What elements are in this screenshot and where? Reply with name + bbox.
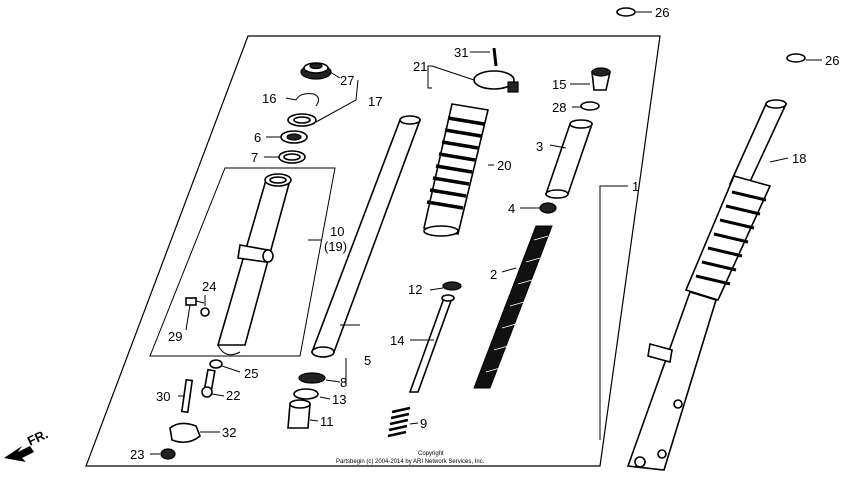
fork-piston-14 [408, 294, 455, 393]
front-direction-label: FR. [25, 426, 50, 448]
callout-20: 20 [497, 158, 511, 173]
callout-10: 10 [330, 224, 344, 239]
callout-6: 6 [254, 130, 261, 145]
spring-seat-4 [539, 202, 557, 214]
callout-23: 23 [130, 447, 144, 462]
callout-26-top: 26 [655, 5, 669, 20]
oil-lock-piece-11 [287, 399, 311, 429]
callout-9: 9 [420, 416, 427, 431]
callout-16: 16 [262, 91, 276, 106]
copyright-line-1: Copyright [418, 451, 444, 457]
callout-12: 12 [408, 282, 422, 297]
oil-seal-17 [287, 113, 317, 127]
nut-23 [160, 448, 176, 460]
boot-band-21 [473, 70, 519, 93]
callout-3: 3 [536, 139, 543, 154]
fork-collar-3 [544, 119, 594, 199]
fork-spring-2 [473, 225, 553, 389]
callout-14: 14 [390, 333, 404, 348]
fork-boot-20 [423, 103, 489, 237]
o-ring-28 [580, 101, 600, 111]
callout-13: 13 [332, 392, 346, 407]
callout-19: (19) [324, 239, 347, 254]
fork-bolt-15 [591, 67, 611, 91]
callout-18: 18 [792, 151, 806, 166]
callout-2: 2 [490, 267, 497, 282]
callout-31: 31 [454, 45, 468, 60]
callout-25: 25 [244, 366, 258, 381]
callout-11: 11 [320, 414, 334, 429]
callout-15: 15 [552, 77, 566, 92]
stud-30 [180, 378, 194, 414]
callout-5: 5 [364, 353, 371, 368]
drain-bolt-29 [185, 297, 205, 306]
leader-lines [150, 11, 822, 455]
rebound-spring-9 [387, 406, 411, 438]
circlip-26-top [616, 7, 636, 17]
callout-30: 30 [156, 389, 170, 404]
callout-7: 7 [251, 150, 258, 165]
piston-ring-8 [298, 372, 326, 384]
callout-1: 1 [632, 179, 639, 194]
back-up-ring-6 [280, 130, 308, 144]
callout-8: 8 [340, 375, 347, 390]
callout-4: 4 [508, 201, 515, 216]
callout-21: 21 [413, 59, 427, 74]
callout-24: 24 [202, 279, 216, 294]
circlip-16 [295, 93, 320, 107]
callout-17: 17 [368, 94, 382, 109]
fork-pipe-5 [310, 115, 422, 358]
socket-bolt-22 [201, 368, 216, 398]
callout-32: 32 [222, 425, 236, 440]
washer-13 [293, 388, 319, 400]
assembly-boundary [85, 35, 661, 467]
callout-29: 29 [168, 329, 182, 344]
callout-27: 27 [340, 73, 354, 88]
fork-slider-10 [216, 173, 292, 356]
callout-26-right: 26 [825, 53, 839, 68]
washer-24 [200, 307, 210, 317]
copyright-line-2: Partsbegin (c) 2004-2014 by ARI Network … [336, 459, 485, 465]
front-fork-assembly-18 [626, 99, 788, 471]
screw-31 [492, 47, 498, 67]
washer-25 [209, 359, 223, 369]
slider-bushing-7 [278, 150, 306, 164]
axle-holder-32 [169, 422, 201, 444]
circlip-26-right [786, 53, 806, 63]
callout-28: 28 [552, 100, 566, 115]
piston-ring-12 [442, 281, 462, 291]
front-direction-arrow-icon [4, 446, 34, 462]
callout-22: 22 [226, 388, 240, 403]
slider-boundary [149, 167, 336, 357]
dust-seal-27 [300, 62, 332, 80]
